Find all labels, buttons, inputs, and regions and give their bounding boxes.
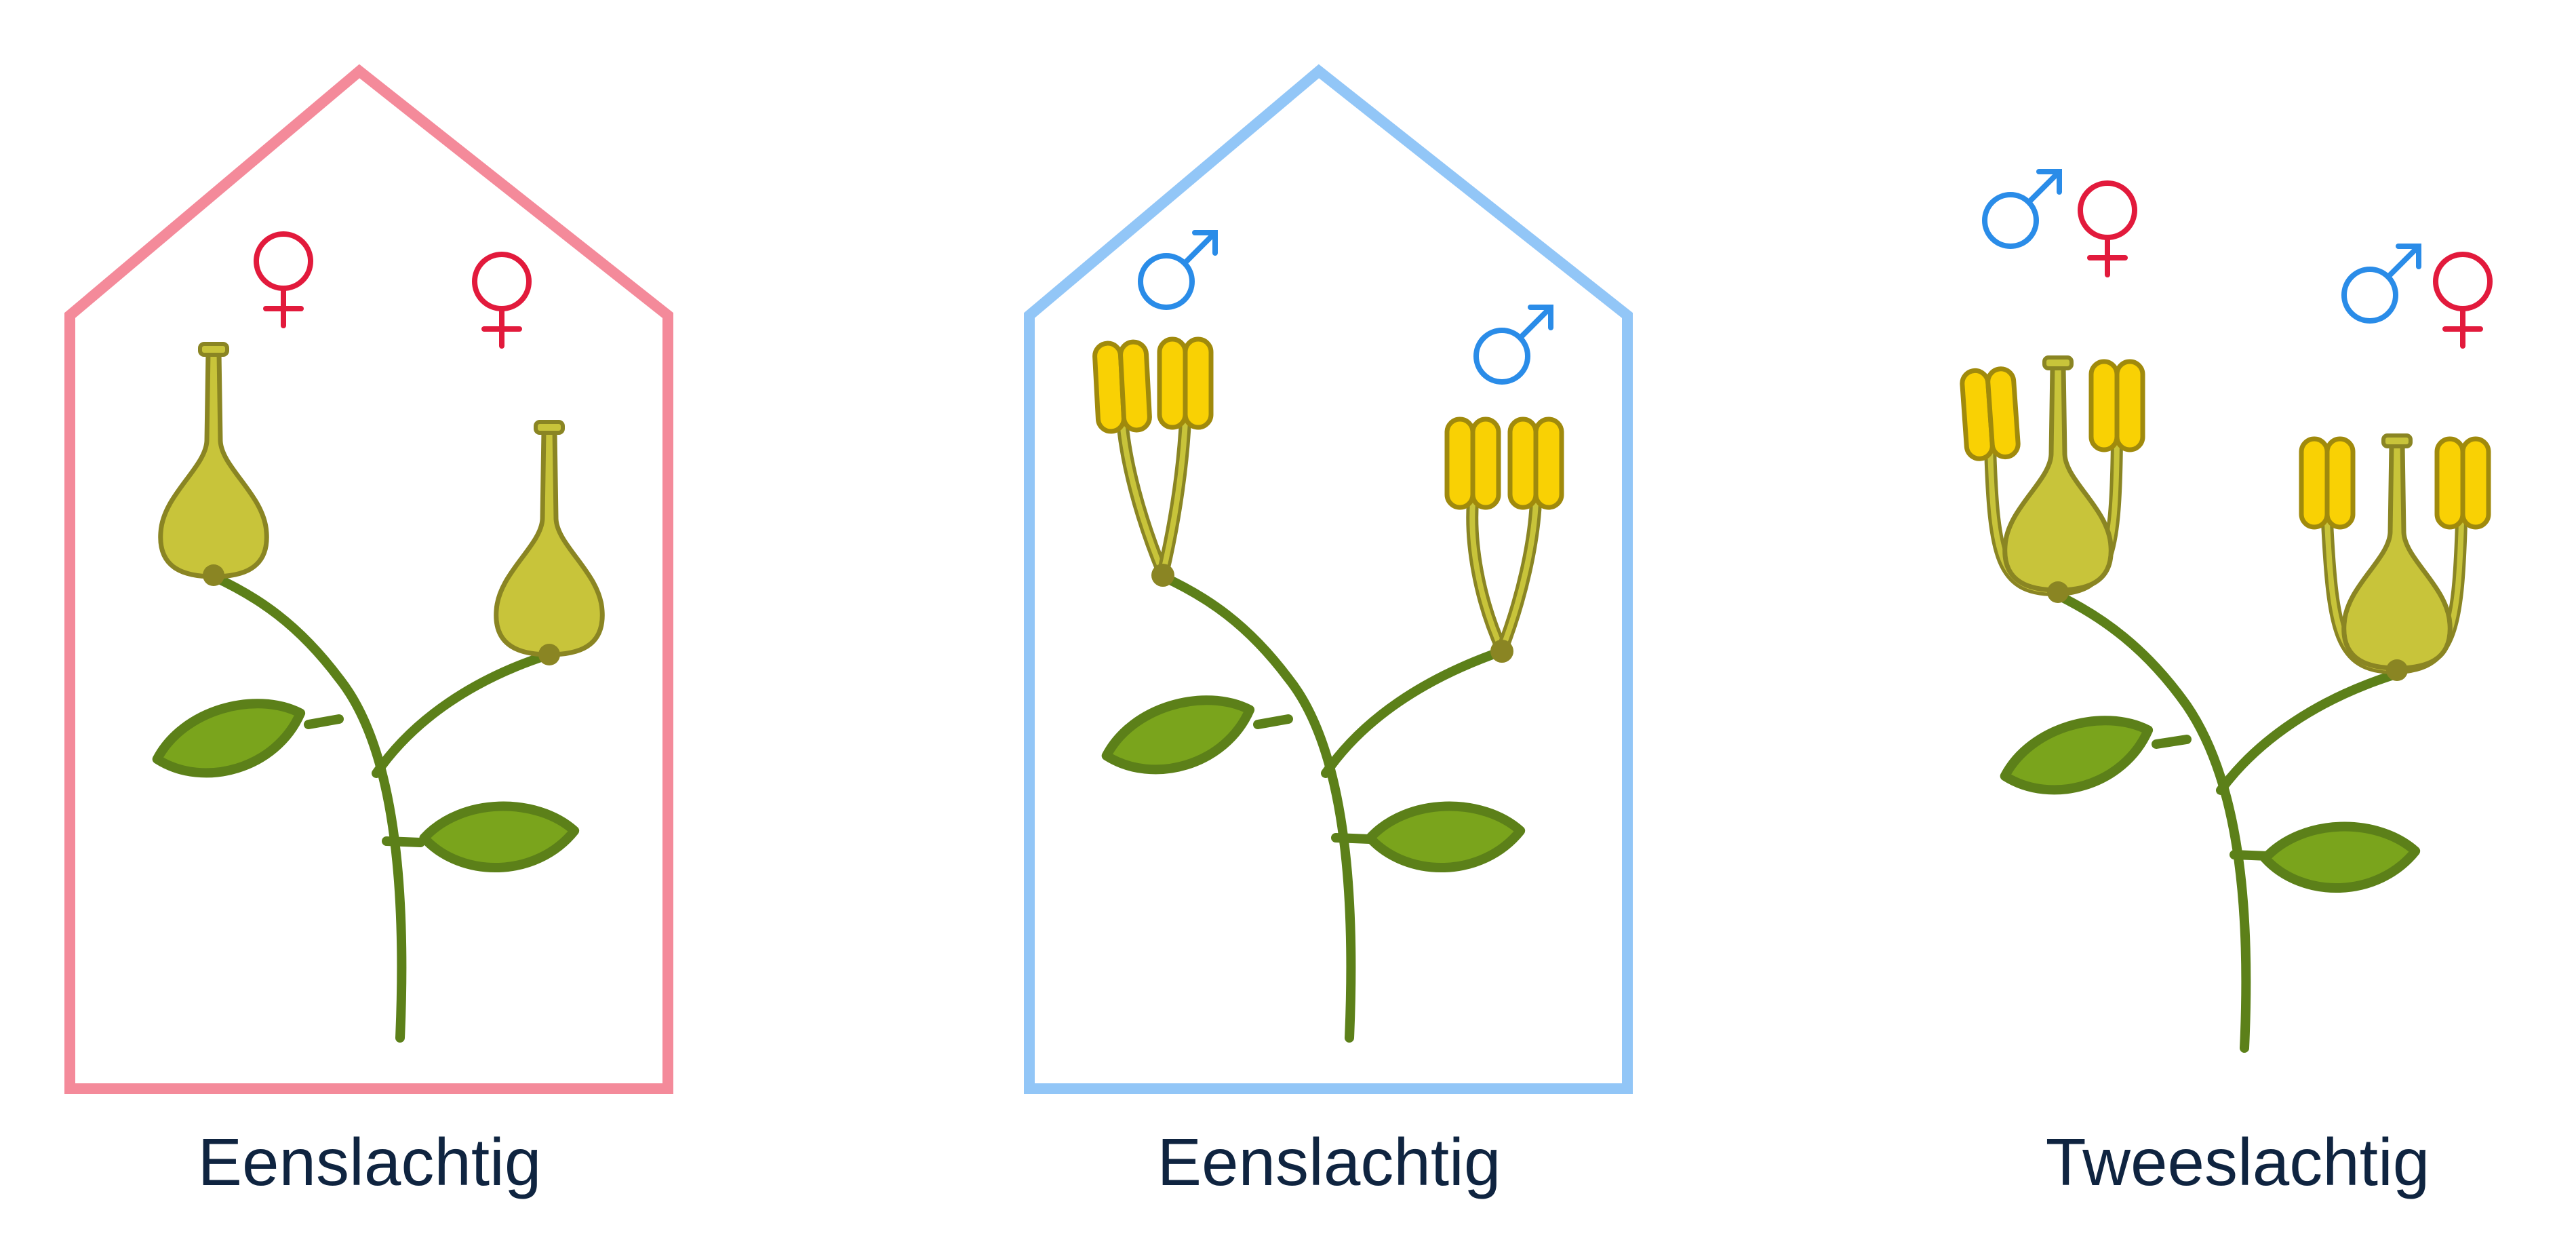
- stem: [2057, 592, 2398, 1053]
- leaf: [1998, 712, 2156, 799]
- panel-bisexual: [1962, 172, 2490, 1053]
- anther: [1447, 419, 1499, 507]
- leaf: [1100, 691, 1258, 779]
- pistil: [496, 422, 603, 655]
- house-frame-female: [64, 64, 673, 1094]
- anther: [1160, 339, 1211, 427]
- pistil: [161, 344, 267, 577]
- anther: [2437, 439, 2489, 527]
- anther: [1962, 368, 2019, 460]
- anther: [2301, 439, 2353, 527]
- stem: [209, 572, 554, 1043]
- male-symbol-icon: [1476, 307, 1551, 382]
- leaf: [151, 695, 309, 782]
- male-symbol-icon: [2344, 246, 2419, 321]
- caption-bisexual: Tweeslachtig: [2045, 1125, 2430, 1199]
- anther: [2091, 362, 2143, 450]
- female-symbol-icon: [2436, 254, 2490, 346]
- female-symbol-icon: [256, 234, 311, 326]
- caption-male: Eenslachtig: [1157, 1125, 1501, 1199]
- panel-female: [64, 64, 673, 1094]
- male-symbol-icon: [1985, 172, 2059, 246]
- female-symbol-icon: [475, 254, 529, 346]
- stem: [1158, 572, 1507, 1043]
- leaf: [422, 799, 576, 874]
- leaf: [2263, 819, 2417, 895]
- anther: [1094, 341, 1151, 432]
- panel-male: [1024, 64, 1633, 1094]
- pistil: [2344, 435, 2451, 668]
- leaf: [1368, 799, 1522, 874]
- stamen-filaments: [1116, 414, 1542, 656]
- anther: [1510, 419, 1562, 507]
- male-symbol-icon: [1141, 233, 1215, 307]
- house-frame-male: [1024, 64, 1633, 1094]
- caption-female: Eenslachtig: [197, 1125, 542, 1199]
- female-symbol-icon: [2080, 183, 2135, 275]
